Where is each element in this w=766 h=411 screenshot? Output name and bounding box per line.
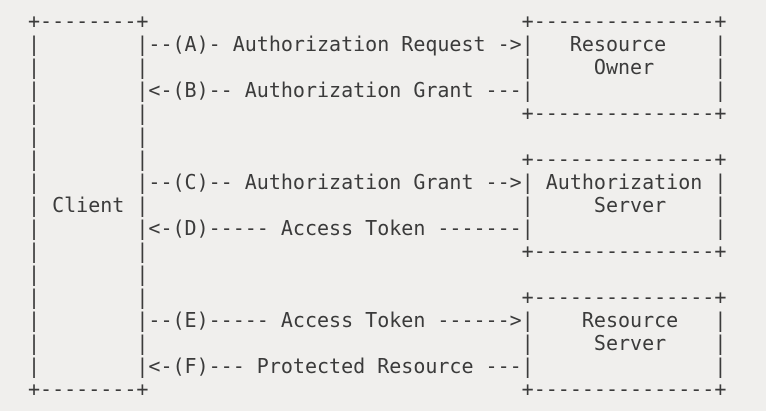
ascii-diagram: +--------+ +---------------+ | |--(A)- A… [28,9,727,401]
diagram-line-top-borders: +--------+ +---------------+ [28,9,727,33]
diagram-line-box-border: | | +---------------+ [28,239,727,263]
diagram-line-box-border: | | +---------------+ [28,147,727,171]
diagram-line-flow-a: | |--(A)- Authorization Request ->| Reso… [28,32,727,56]
diagram-line-flow-f: | |<-(F)--- Protected Resource ---| | [28,354,727,378]
diagram-line-flow-d: | |<-(D)----- Access Token -------| | [28,216,727,240]
diagram-line-spacer: | | [28,124,149,148]
diagram-line-spacer: | | [28,262,149,286]
diagram-line-resource-owner: | | | Owner | [28,55,727,79]
diagram-line-resource-server: | | | Server | [28,331,727,355]
diagram-line-bottom-borders: +--------+ +---------------+ [28,377,727,401]
diagram-line-box-border: | | +---------------+ [28,101,727,125]
diagram-line-box-border: | | +---------------+ [28,285,727,309]
diagram-line-flow-b: | |<-(B)-- Authorization Grant ---| | [28,78,727,102]
diagram-line-flow-e: | |--(E)----- Access Token ------>| Reso… [28,308,727,332]
diagram-line-flow-c: | |--(C)-- Authorization Grant -->| Auth… [28,170,727,194]
diagram-line-client-auth-server: | Client | | Server | [28,193,727,217]
